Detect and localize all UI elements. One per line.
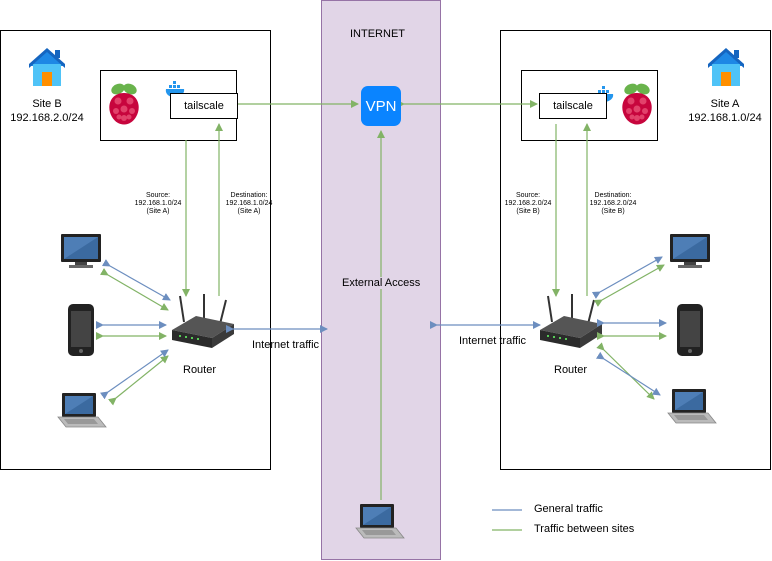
site-a-label: Site A 192.168.1.0/24: [680, 97, 770, 125]
external-access-label: External Access: [340, 277, 423, 289]
internet-label: INTERNET: [350, 28, 405, 40]
vpn-node[interactable]: VPN: [361, 86, 401, 126]
legend-general-label: General traffic: [534, 503, 603, 515]
site-a-source-label: Source: 192.168.2.0/24 (Site B): [504, 192, 552, 215]
site-b-phone-icon: [68, 304, 94, 356]
site-b-subnet: 192.168.2.0/24: [10, 112, 84, 124]
site-a-name: Site A: [710, 98, 740, 110]
site-a-router-label: Router: [554, 364, 588, 376]
legend-between-label: Traffic between sites: [534, 523, 635, 535]
site-b-tailscale-box[interactable]: tailscale: [170, 93, 238, 119]
site-b-name: Site B: [32, 98, 62, 110]
site-a-destination-label: Destination: 192.168.2.0/24 (Site B): [589, 192, 637, 215]
site-a-subnet: 192.168.1.0/24: [688, 112, 762, 124]
site-b-raspberry-pi-icon: [109, 81, 139, 125]
site-b-source-label: Source: 192.168.1.0/24 (Site A): [134, 192, 182, 215]
site-a-phone-icon: [677, 304, 703, 356]
site-b-internet-traffic-label: Internet traffic: [252, 339, 320, 351]
site-a-raspberry-pi-icon: [622, 81, 652, 125]
site-a-tailscale-box[interactable]: tailscale: [539, 93, 607, 119]
site-b-label: Site B 192.168.2.0/24: [2, 97, 92, 125]
site-b-router-label: Router: [183, 364, 217, 376]
site-b-destination-label: Destination: 192.168.1.0/24 (Site A): [225, 192, 273, 215]
site-a-internet-traffic-label: Internet traffic: [459, 335, 527, 347]
